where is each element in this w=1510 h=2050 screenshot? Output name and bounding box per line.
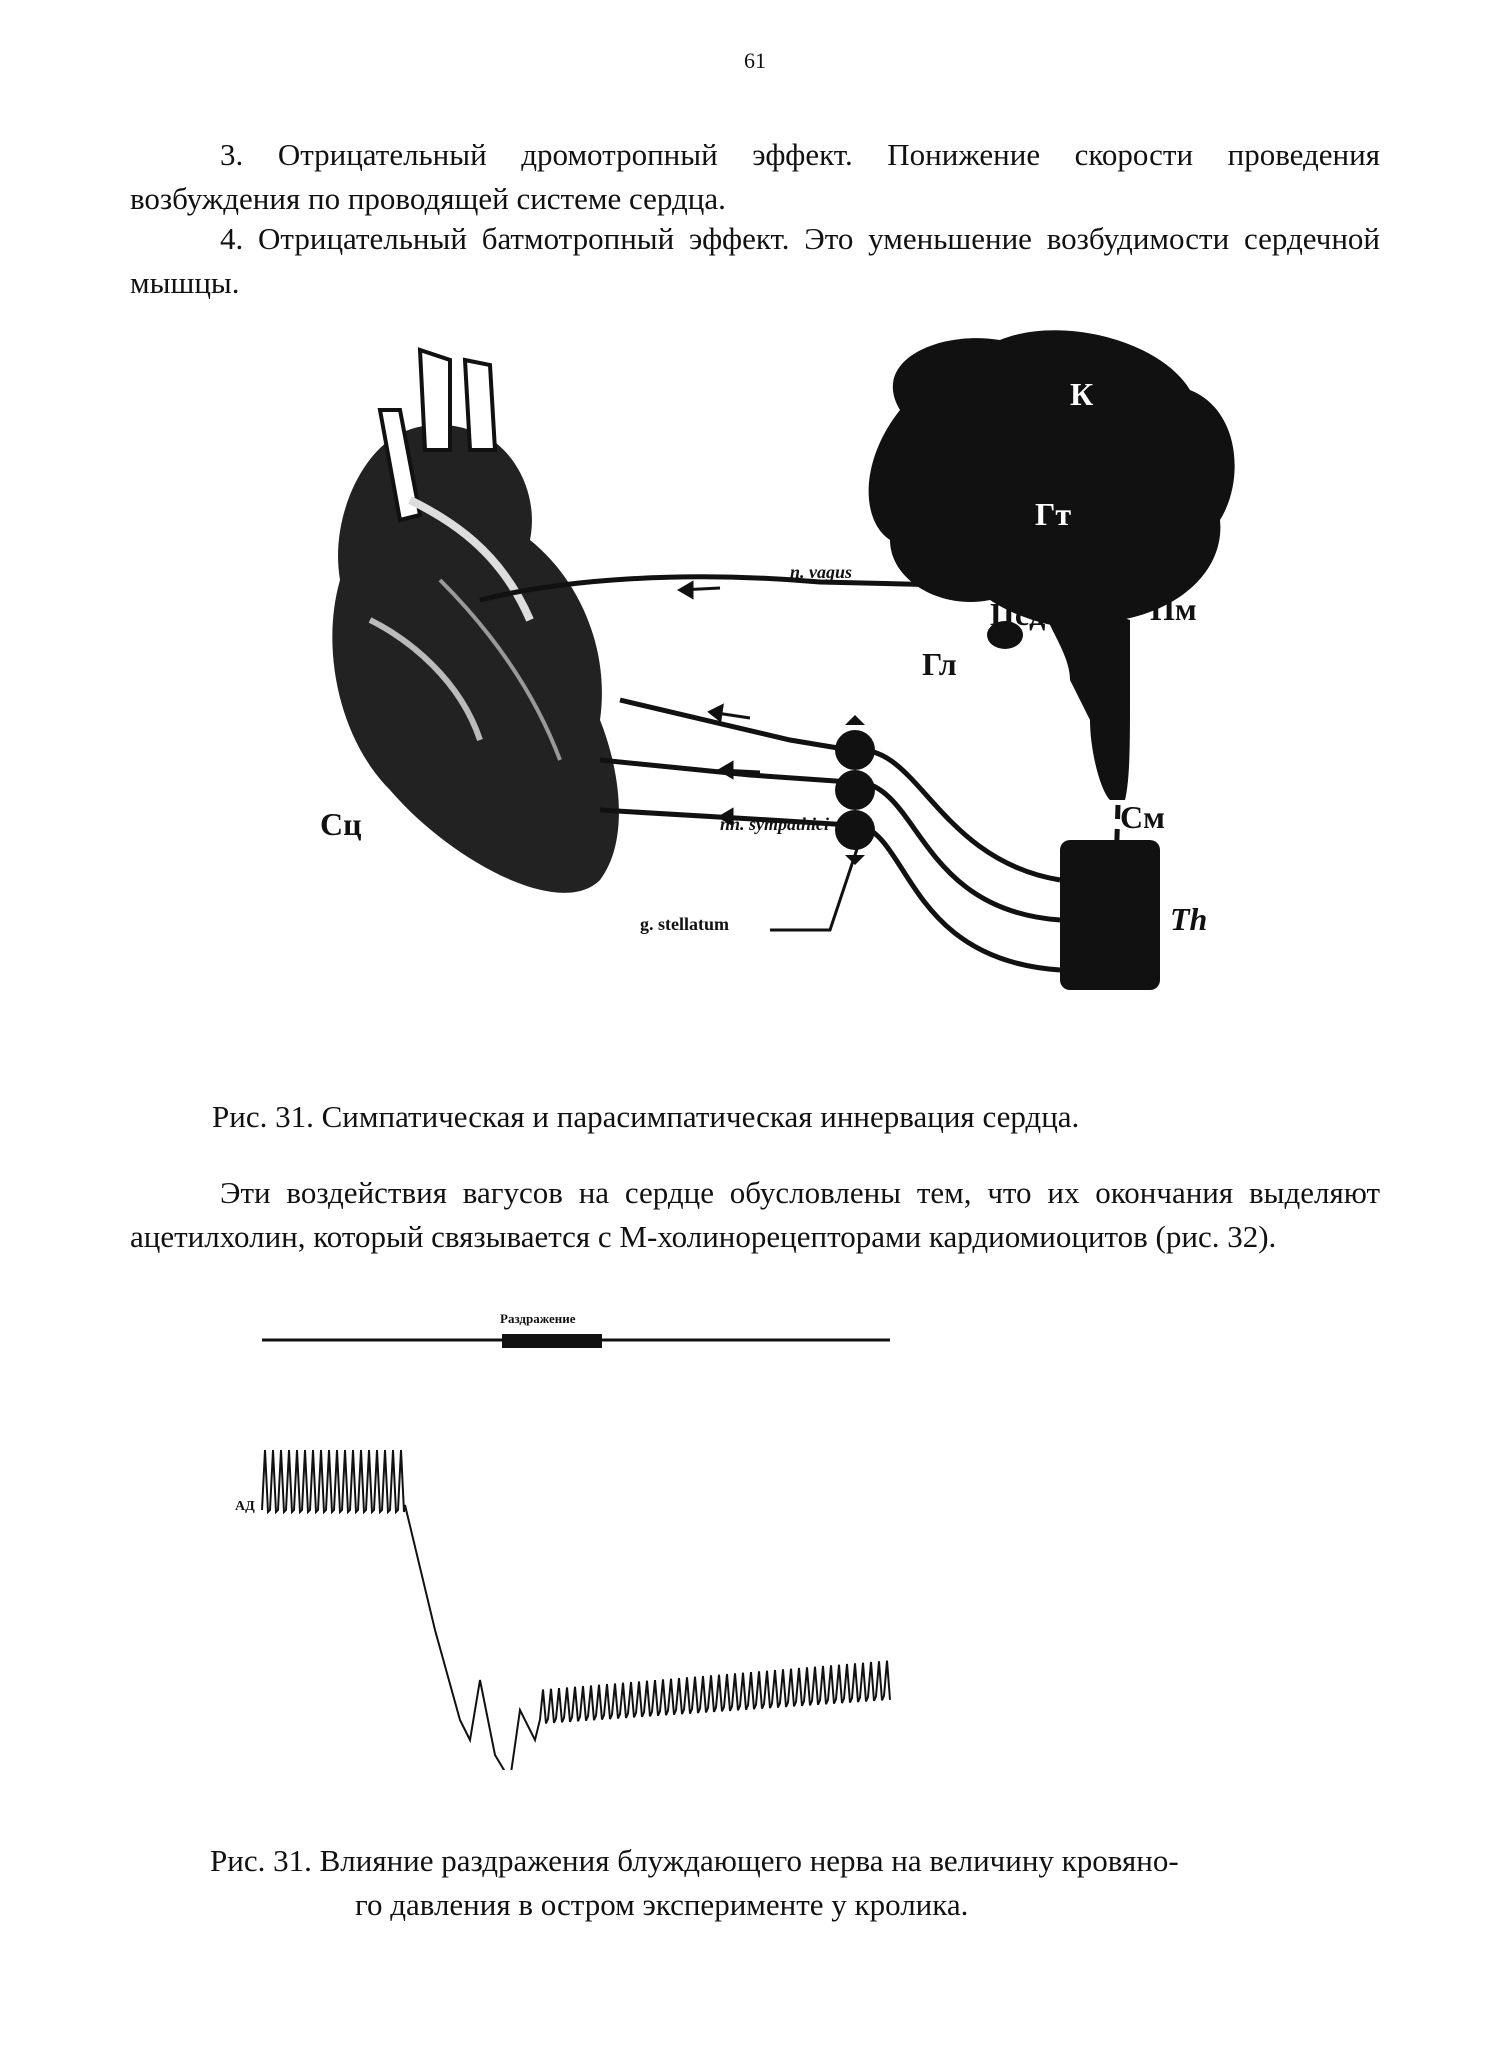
label-heart: Сц xyxy=(320,806,362,842)
label-sympathici: nn. sympathici xyxy=(720,814,829,834)
blood-pressure-figure: Раздражение АД xyxy=(235,1311,891,1770)
spinal-cord-segment xyxy=(1060,840,1160,990)
sympathetic-nerve-1 xyxy=(619,697,851,753)
page-number: 61 xyxy=(744,48,766,73)
ganglion-to-cord-1 xyxy=(859,747,1061,883)
heart-illustration xyxy=(332,347,619,893)
paragraph-bathmotropic: 4. Отрицательный батмотропный эффект. Эт… xyxy=(130,221,1380,300)
ganglion-to-cord-2 xyxy=(859,779,1061,923)
innervation-figure: К Гт Гф Пм Цсд Гл См Сц Th n. vagus nn. … xyxy=(320,330,1235,990)
figure1-caption: Рис. 31. Симпатическая и парасимпатическ… xyxy=(212,1099,1080,1134)
label-ganglion: Гл xyxy=(922,646,957,682)
sympathetic-nerve-3 xyxy=(599,807,851,828)
figure2-caption: Рис. 31. Влияние раздражения блуждающего… xyxy=(210,1839,1370,1927)
vagus-nerve xyxy=(479,574,1071,603)
sympathetic-nerve-2 xyxy=(599,757,851,785)
label-cortex: К xyxy=(1070,376,1093,412)
stimulus-bar xyxy=(502,1334,602,1348)
label-spinal-cord: См xyxy=(1120,799,1165,835)
label-thoracic: Th xyxy=(1170,901,1207,937)
figure2-caption-line1: Рис. 31. Влияние раздражения блуждающего… xyxy=(210,1843,1179,1878)
label-cardiovascular-center: Цсд xyxy=(990,596,1045,632)
stellatum-pointer xyxy=(770,839,862,932)
ganglion-to-cord-3 xyxy=(859,822,1061,973)
label-medulla: Пм xyxy=(1150,591,1197,627)
paragraph-acetylcholine: Эти воздействия вагусов на сердце обусло… xyxy=(130,1175,1380,1254)
blood-pressure-trace xyxy=(261,1449,891,1770)
brain-illustration xyxy=(868,330,1235,800)
label-hypophysis: Гф xyxy=(960,523,1003,559)
label-stimulus: Раздражение xyxy=(500,1311,576,1326)
spinal-pathway-dashed xyxy=(1112,804,1121,901)
label-hypothalamus: Гт xyxy=(1035,496,1071,532)
figure2-caption-line2: го давления в остром эксперименте у крол… xyxy=(355,1887,969,1922)
paragraph-dromotropic: 3. Отрицательный дромотропный эффект. По… xyxy=(130,137,1380,216)
label-blood-pressure: АД xyxy=(235,1499,255,1514)
label-vagus: n. vagus xyxy=(790,562,852,582)
label-stellatum: g. stellatum xyxy=(640,914,729,934)
sympathetic-ganglia xyxy=(835,715,875,865)
